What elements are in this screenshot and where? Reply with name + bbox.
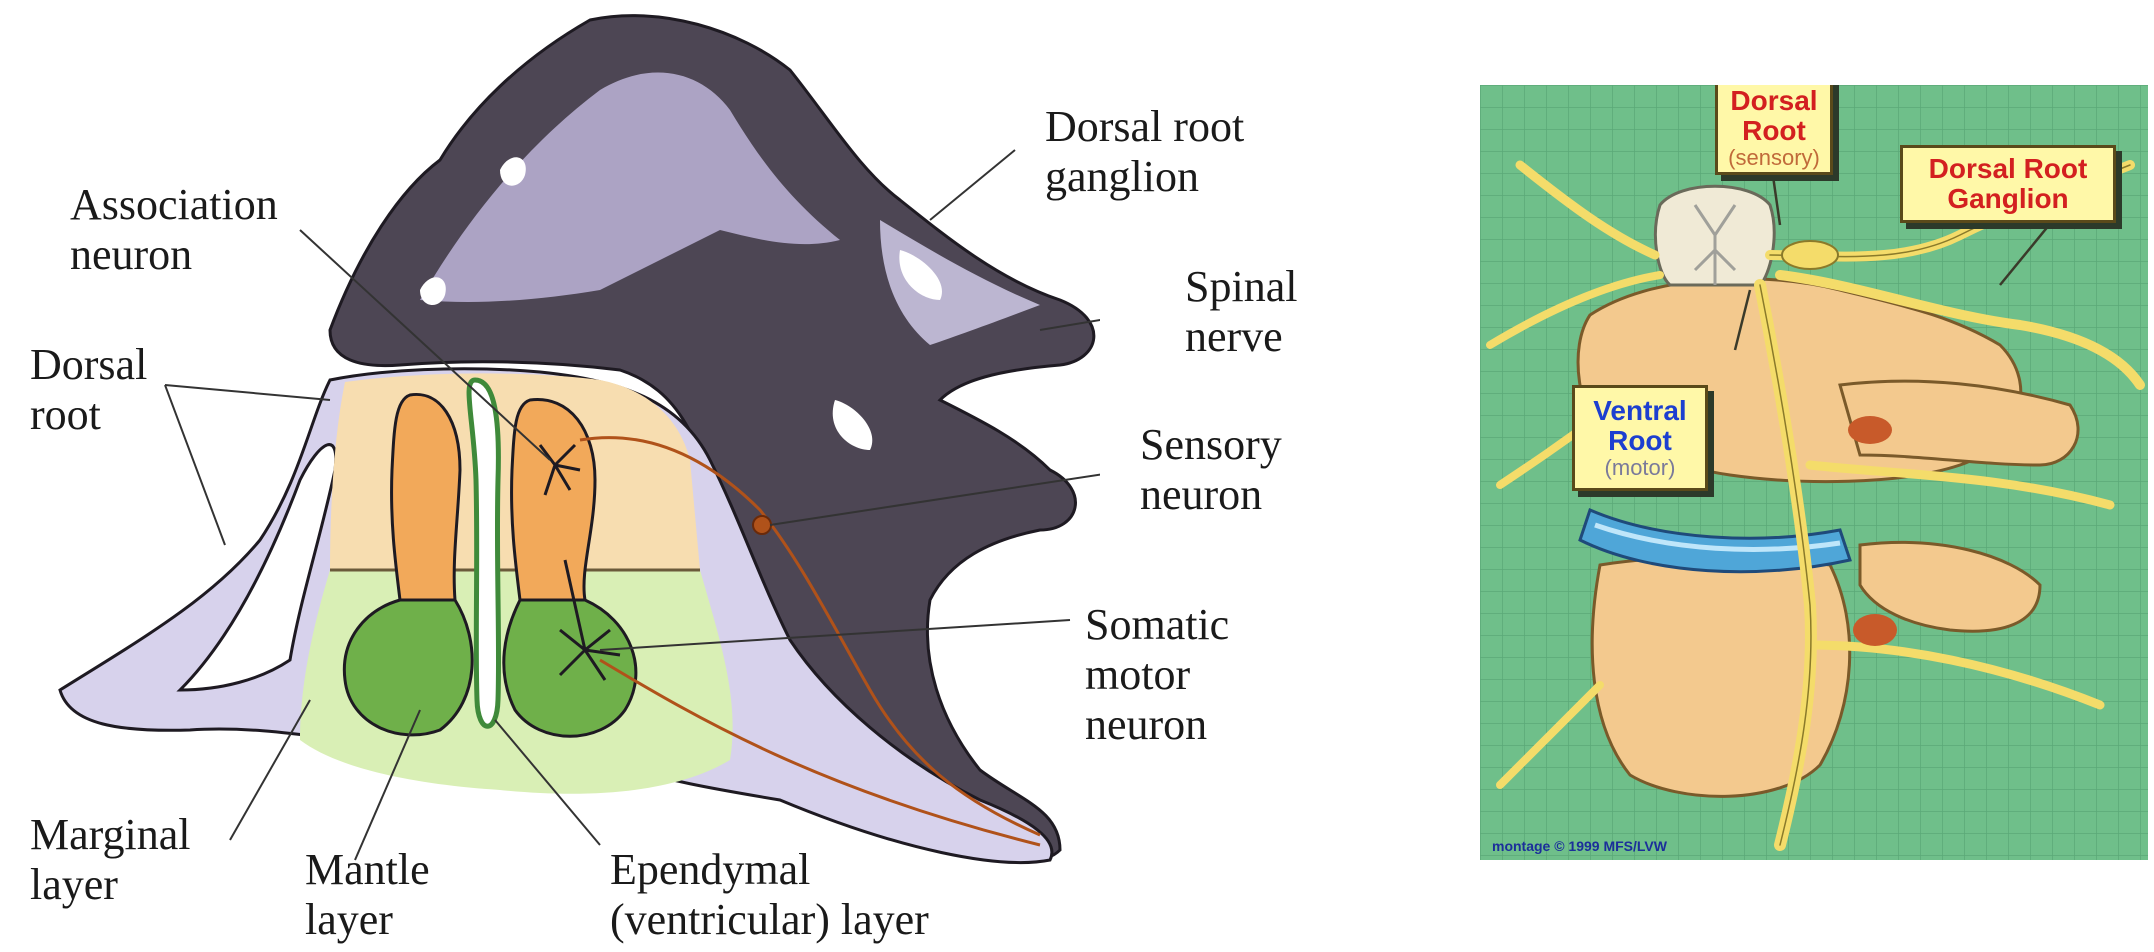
copyright-credit: montage © 1999 MFS/LVW [1492, 838, 1667, 854]
label-mantle-layer: Mantle layer [305, 845, 430, 944]
sensory-axon-line [579, 436, 1041, 837]
alar-plate-right [510, 398, 597, 602]
leader-lines [164, 149, 1100, 861]
alar-plate-left [390, 392, 462, 602]
ganglion-highlight-2 [880, 220, 1040, 345]
spine-illustration-panel: Dorsal Root (sensory) Dorsal Root Gangli… [1480, 85, 2148, 860]
tag-ventral-root: Ventral Root (motor) [1572, 385, 1708, 491]
sensory-neuron-cell [752, 515, 772, 535]
tag-dorsal-root: Dorsal Root (sensory) [1715, 85, 1833, 175]
motor-neuron-cell [558, 559, 621, 681]
ganglion-hole-2 [420, 277, 446, 306]
ganglion-red-upper [1848, 416, 1892, 444]
ganglion-highlight [420, 72, 840, 302]
dorsal-root-ganglion-illustration [1781, 240, 1839, 270]
label-association-neuron: Association neuron [70, 180, 278, 279]
label-dorsal-root: Dorsal root [30, 340, 148, 439]
central-canal [466, 377, 502, 729]
association-neuron-cell [538, 443, 581, 496]
ganglion-hole-1 [500, 157, 526, 186]
label-dorsal-root-ganglion: Dorsal root ganglion [1045, 102, 1245, 201]
transverse-process [1838, 379, 2080, 467]
label-sensory-neuron: Sensory neuron [1140, 420, 1282, 519]
spinal-cord-grey-matter [1693, 204, 1737, 285]
intervertebral-disc [1578, 507, 1852, 574]
ganglion-hole-3 [899, 250, 942, 300]
ganglion-red-lower [1853, 614, 1897, 646]
label-spinal-nerve: Spinal nerve [1185, 262, 1298, 361]
label-marginal-layer: Marginal layer [30, 810, 191, 909]
label-somatic-motor-neuron: Somatic motor neuron [1085, 600, 1230, 749]
motor-axon-line [599, 658, 1041, 847]
basal-plate-left [342, 598, 474, 737]
tag-dorsal-root-ganglion: Dorsal Root Ganglion [1900, 145, 2116, 223]
spinous-process [1858, 540, 2042, 633]
label-ependymal-layer: Ependymal (ventricular) layer [610, 845, 929, 944]
ganglion-hole-4 [832, 400, 873, 450]
disc-highlight [1594, 522, 1841, 552]
neural-tube-diagram [58, 14, 1100, 864]
